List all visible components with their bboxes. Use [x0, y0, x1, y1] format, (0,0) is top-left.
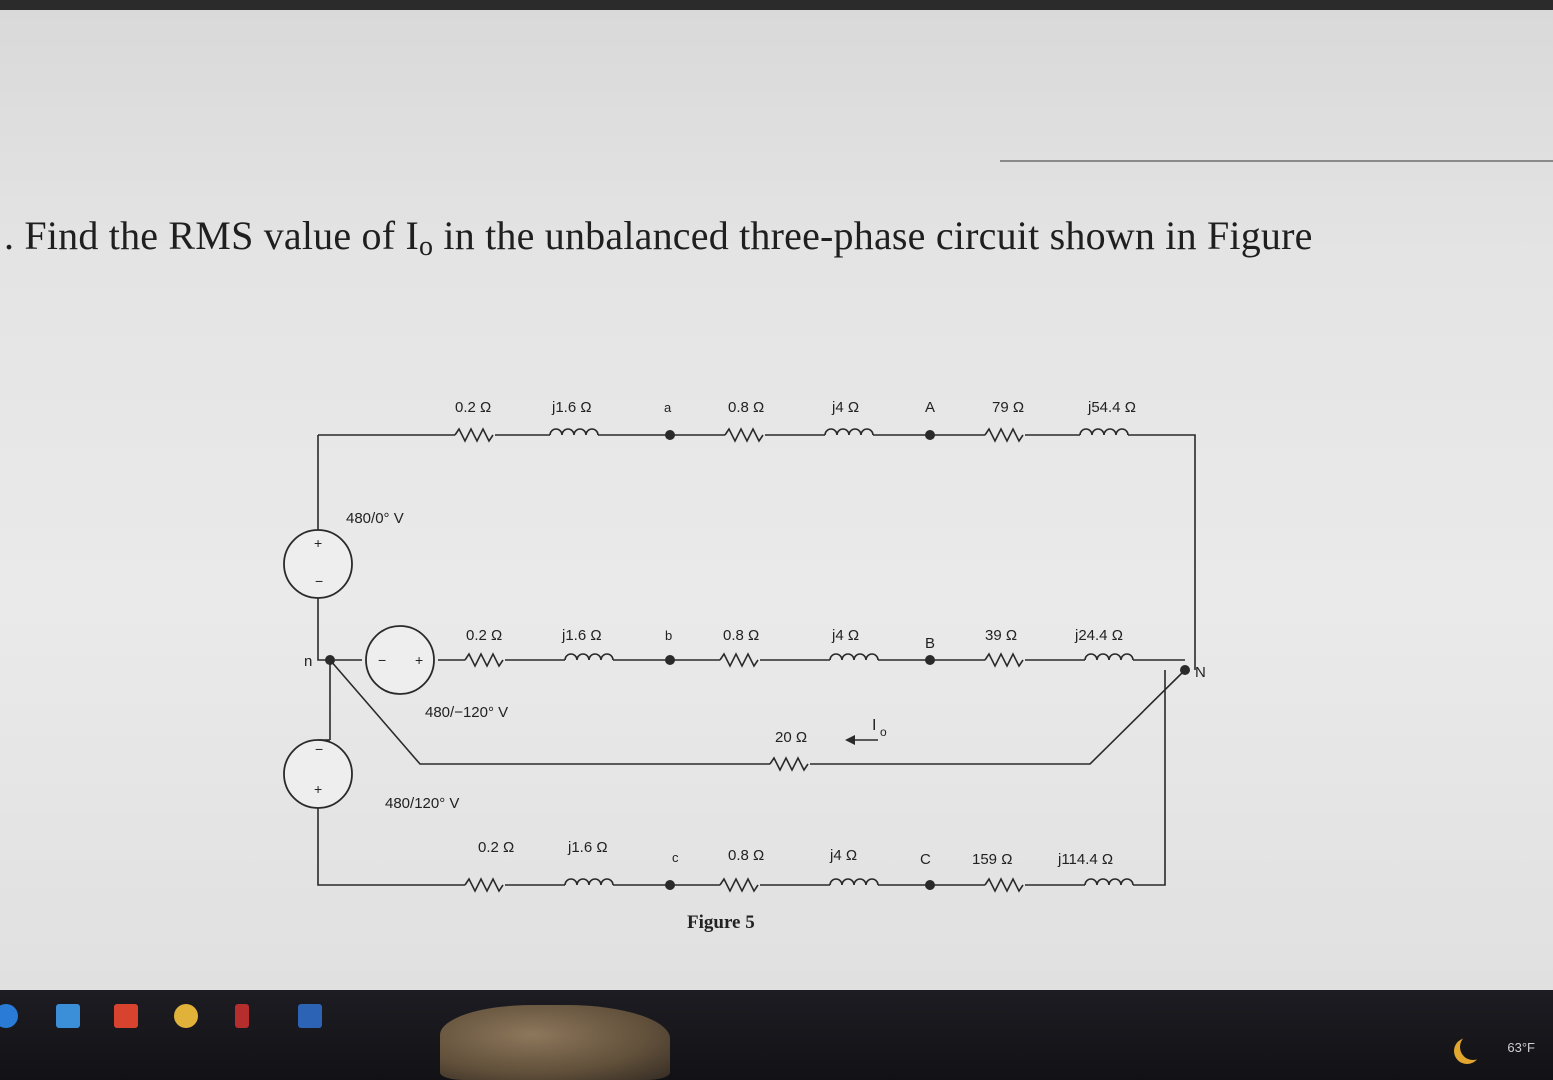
taskbar — [0, 990, 1553, 1080]
node-n — [325, 655, 335, 665]
question-subscript: o — [418, 231, 434, 262]
phase-a-node-small: a — [664, 400, 672, 415]
source-a — [283, 529, 353, 599]
monitor-bezel — [0, 0, 1553, 10]
current-label-sub: o — [880, 725, 887, 739]
source-a-plus: + — [314, 535, 322, 551]
phase-c-node-big: C — [920, 851, 931, 868]
circuit-figure: + − − + − + 480/0° V 480/−120° V 480/120… — [280, 380, 1220, 970]
neutral-resistor-label: 20 Ω — [775, 729, 807, 746]
phase-b-line-r: 0.2 Ω — [466, 627, 502, 644]
circuit-diagram: + − − + − + 480/0° V 480/−120° V 480/120… — [283, 399, 1206, 933]
phase-a-line-x: j1.6 Ω — [551, 399, 592, 416]
phase-c-line-x: j1.6 Ω — [567, 839, 608, 856]
chrome-icon[interactable] — [174, 1004, 198, 1028]
node-C — [925, 880, 935, 890]
figure-caption: Figure 5 — [687, 912, 755, 933]
app-blue-icon[interactable] — [298, 1004, 322, 1028]
weather-temp[interactable]: 63°F — [1507, 1040, 1535, 1055]
phase-b-tr-r: 0.8 Ω — [723, 627, 759, 644]
phase-b-node-small: b — [665, 628, 672, 643]
phase-b-line-x: j1.6 Ω — [561, 627, 602, 644]
node-N — [1180, 665, 1190, 675]
phase-c-node-small: c — [672, 850, 679, 865]
edge-icon[interactable] — [0, 1004, 18, 1028]
phase-c-tr-x: j4 Ω — [829, 847, 857, 864]
phase-a-load-r: 79 Ω — [992, 399, 1024, 416]
phase-c-tr-r: 0.8 Ω — [728, 847, 764, 864]
phase-c-line-r: 0.2 Ω — [478, 839, 514, 856]
current-arrow-icon — [845, 735, 855, 745]
source-b — [365, 625, 435, 695]
answer-line — [1000, 160, 1553, 162]
question-suffix: in the unbalanced three-phase circuit sh… — [433, 213, 1313, 258]
phase-b-load-r: 39 Ω — [985, 627, 1017, 644]
phase-b-node-big: B — [925, 635, 935, 652]
source-c-plus: + — [314, 781, 322, 797]
phase-b-load-x: j24.4 Ω — [1074, 627, 1123, 644]
moon-icon — [1460, 1034, 1486, 1060]
source-b-minus: − — [378, 652, 386, 668]
source-a-minus: − — [315, 573, 323, 589]
current-label: I — [872, 717, 876, 734]
node-n-label: n — [304, 653, 312, 670]
question-prefix: . Find the RMS value of I — [4, 213, 419, 258]
desk-object — [440, 1005, 670, 1080]
app-icon[interactable] — [235, 1004, 249, 1028]
node-N-label: N — [1195, 664, 1206, 681]
source-c-label: 480/120° V — [385, 795, 459, 812]
node-A — [925, 430, 935, 440]
source-a-label: 480/0° V — [346, 510, 404, 527]
node-a — [665, 430, 675, 440]
source-c-minus: − — [315, 741, 323, 757]
mail-icon[interactable] — [56, 1004, 80, 1028]
screen — [0, 10, 1553, 995]
phase-a-tr-r: 0.8 Ω — [728, 399, 764, 416]
node-B — [925, 655, 935, 665]
phase-a-tr-x: j4 Ω — [831, 399, 859, 416]
source-c — [283, 739, 353, 809]
question-text: . Find the RMS value of Io in the unbala… — [4, 212, 1549, 262]
node-c — [665, 880, 675, 890]
phase-c-load-r: 159 Ω — [972, 851, 1012, 868]
phase-a-line-r: 0.2 Ω — [455, 399, 491, 416]
phase-a-node-big: A — [925, 399, 935, 416]
source-b-label: 480/−120° V — [425, 704, 508, 721]
app-l-icon[interactable] — [114, 1004, 138, 1028]
phase-a-load-x: j54.4 Ω — [1087, 399, 1136, 416]
phase-c-load-x: j114.4 Ω — [1057, 851, 1113, 868]
phase-b-tr-x: j4 Ω — [831, 627, 859, 644]
source-b-plus: + — [415, 652, 423, 668]
node-b — [665, 655, 675, 665]
